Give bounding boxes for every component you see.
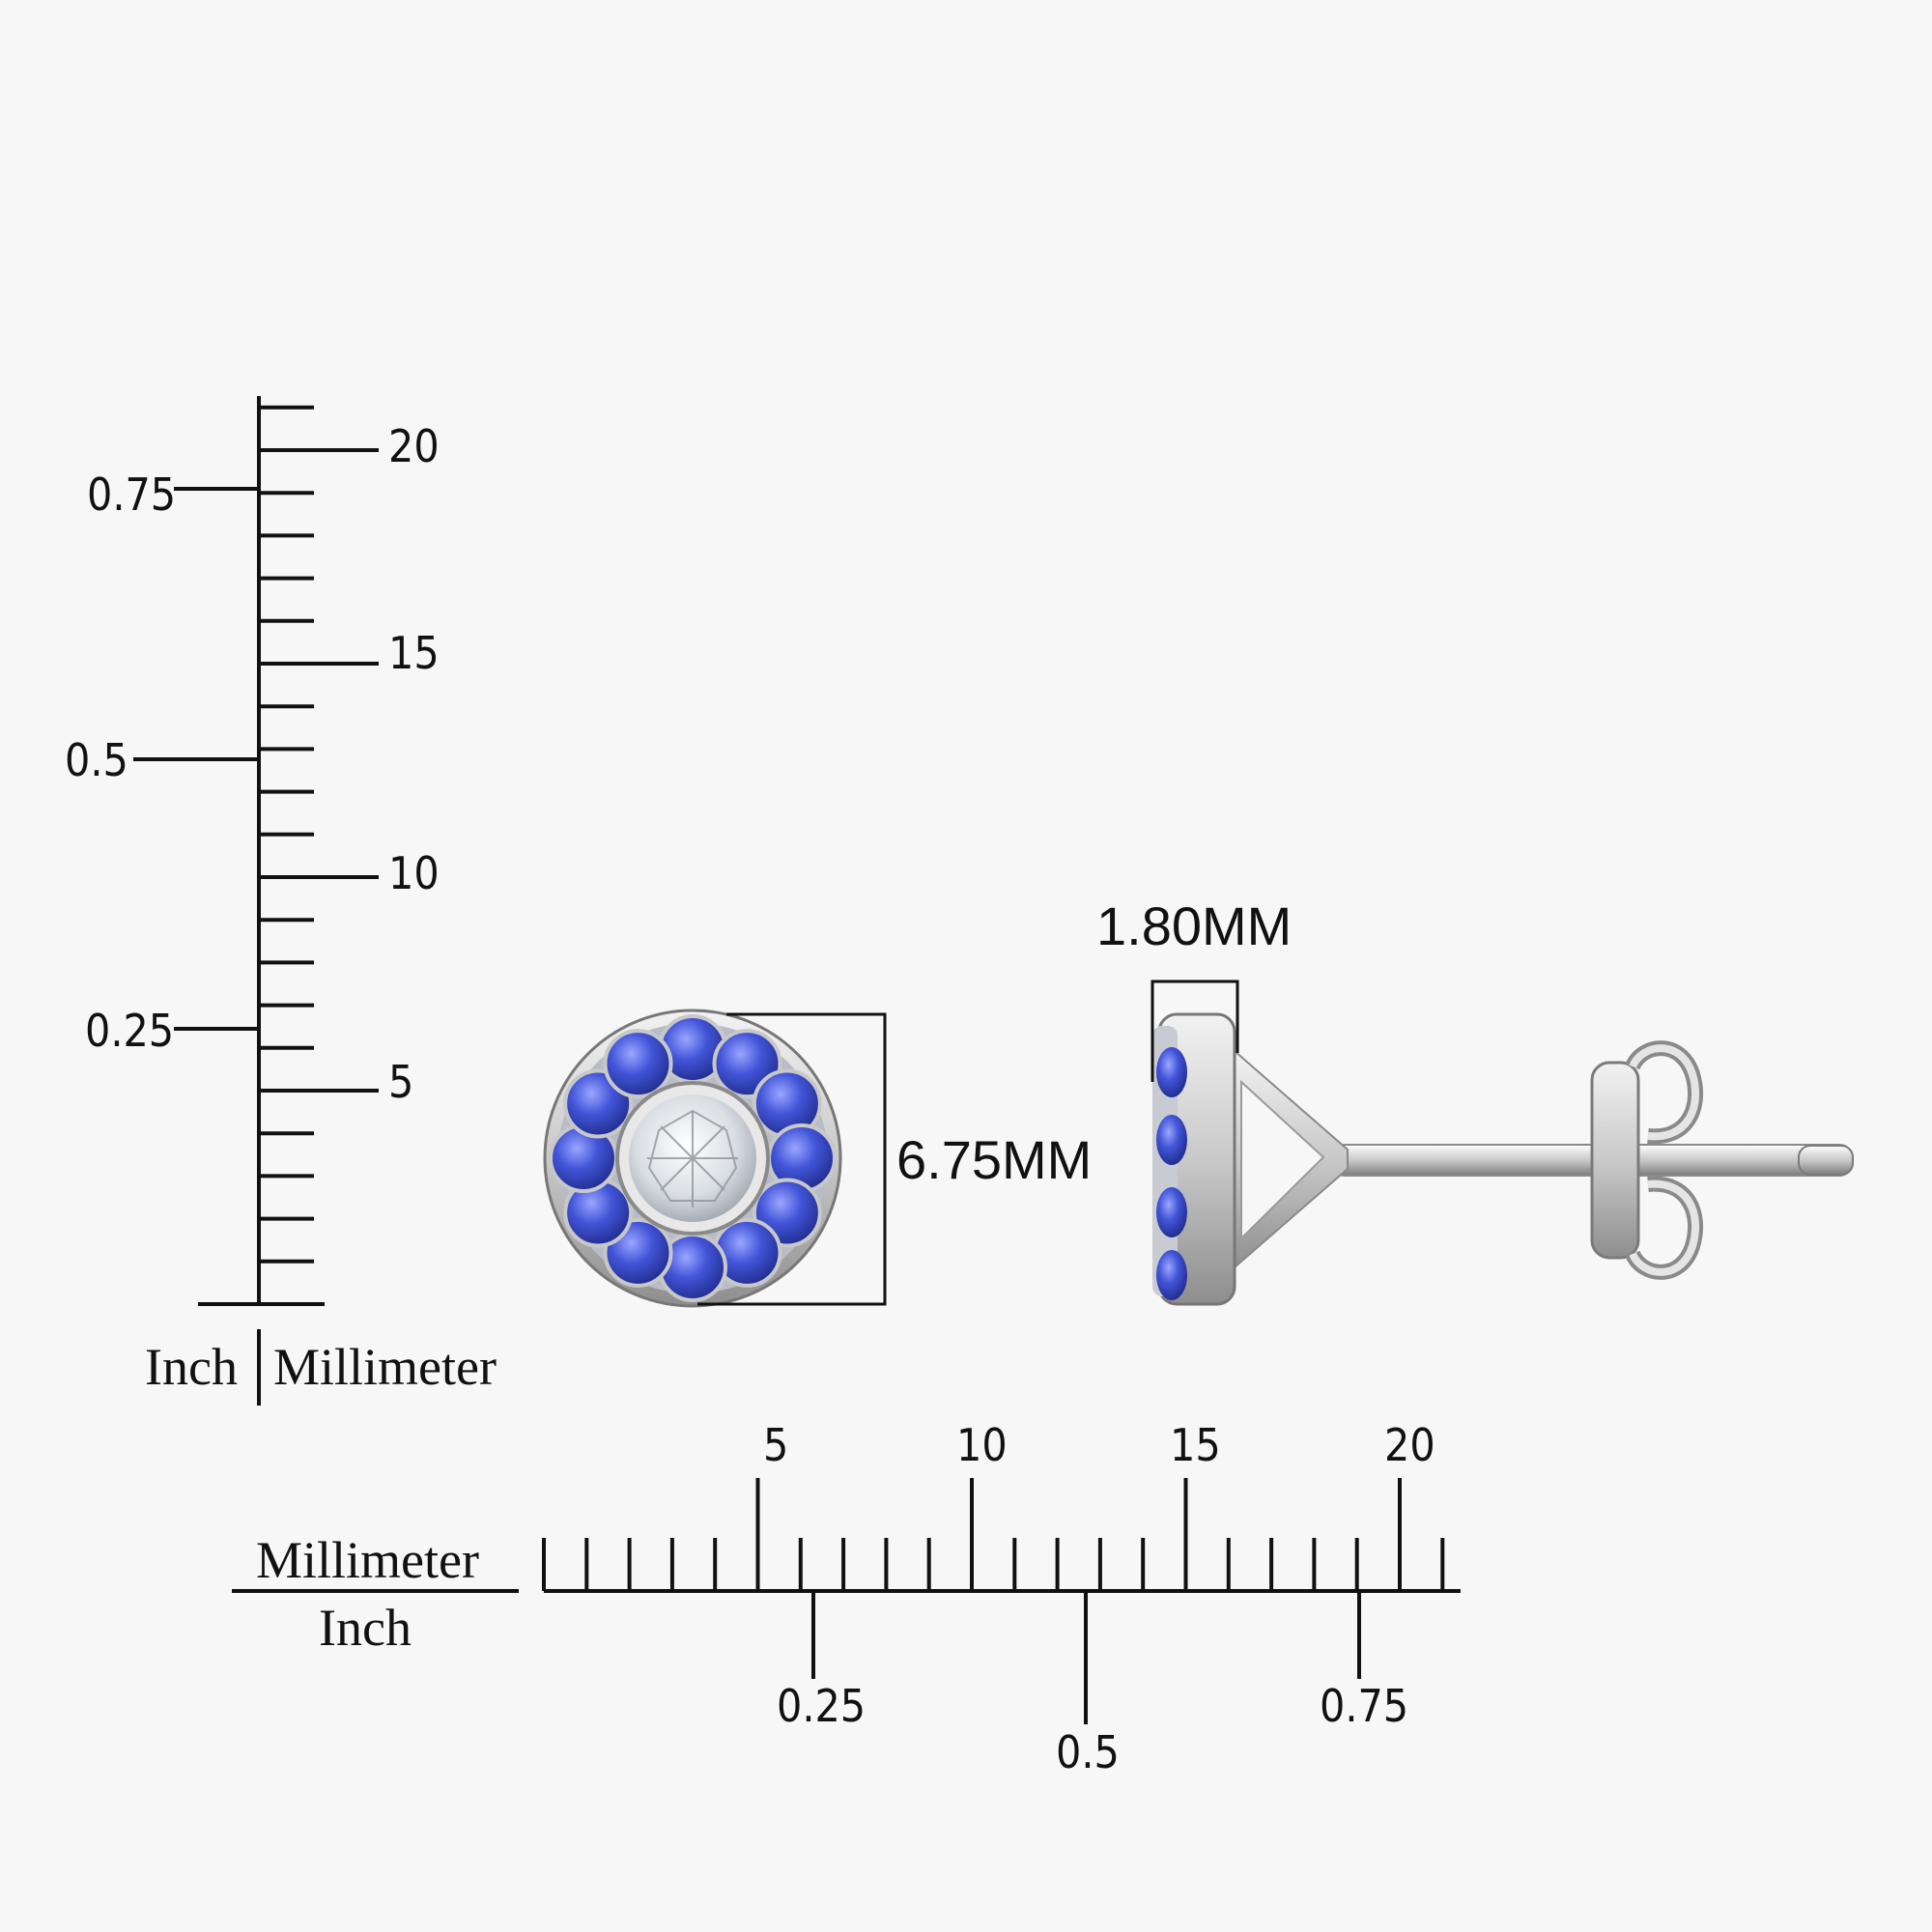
vertical-unit-millimeter: Millimeter: [273, 1338, 497, 1396]
sapphire-halo: [549, 1014, 837, 1302]
vertical-mm-label-10: 10: [388, 847, 440, 899]
vertical-inch-label-05: 0.5: [65, 734, 128, 786]
horizontal-mm-label-10: 10: [956, 1419, 1008, 1471]
vertical-mm-label-20: 20: [388, 420, 440, 472]
horizontal-inch-label-025: 0.25: [777, 1680, 866, 1732]
vertical-mm-ticks: [259, 405, 379, 1264]
horizontal-ruler: [232, 1478, 1461, 1724]
front-dimension-bracket: [697, 1012, 887, 1306]
side-sapphire-stone: [1156, 1115, 1187, 1165]
side-sapphire-stone: [1156, 1250, 1187, 1300]
side-sapphire-stone: [1156, 1047, 1187, 1097]
vertical-mm-label-15: 15: [388, 627, 440, 679]
front-width-label: 6.75MM: [896, 1129, 1092, 1190]
side-dimension-bracket: [1151, 980, 1239, 1082]
horizontal-mm-ticks: [542, 1478, 1445, 1591]
horizontal-inch-label-05: 0.5: [1056, 1726, 1120, 1778]
vertical-ruler-labels: 20 15 10 5 0.75 0.5 0.25 Inch Millimeter: [65, 420, 497, 1396]
horizontal-mm-label-5: 5: [763, 1419, 788, 1471]
horizontal-unit-inch: Inch: [319, 1599, 412, 1657]
diamond-facets: [647, 1109, 738, 1208]
stud-side-profile-icon: [1152, 1012, 1854, 1306]
side-sapphires: [1156, 1047, 1187, 1300]
horizontal-mm-label-20: 20: [1384, 1419, 1435, 1471]
side-depth-label: 1.80MM: [1096, 895, 1292, 956]
vertical-inch-label-075: 0.75: [87, 469, 176, 521]
vertical-ruler: [133, 396, 379, 1406]
horizontal-ruler-labels: 5 10 15 20 0.25 0.5 0.75 Millimeter Inch: [256, 1419, 1435, 1778]
horizontal-unit-millimeter: Millimeter: [256, 1531, 479, 1589]
horizontal-mm-label-15: 15: [1170, 1419, 1221, 1471]
vertical-unit-inch: Inch: [145, 1338, 238, 1396]
horizontal-inch-label-075: 0.75: [1320, 1680, 1408, 1732]
side-sapphire-stone: [1156, 1187, 1187, 1237]
halo-stud-front-icon: [543, 1009, 842, 1308]
butterfly-back: [1590, 1040, 1704, 1280]
vertical-mm-label-5: 5: [388, 1056, 413, 1108]
vertical-inch-label-025: 0.25: [85, 1005, 174, 1057]
sapphire-stone: [603, 1029, 673, 1099]
